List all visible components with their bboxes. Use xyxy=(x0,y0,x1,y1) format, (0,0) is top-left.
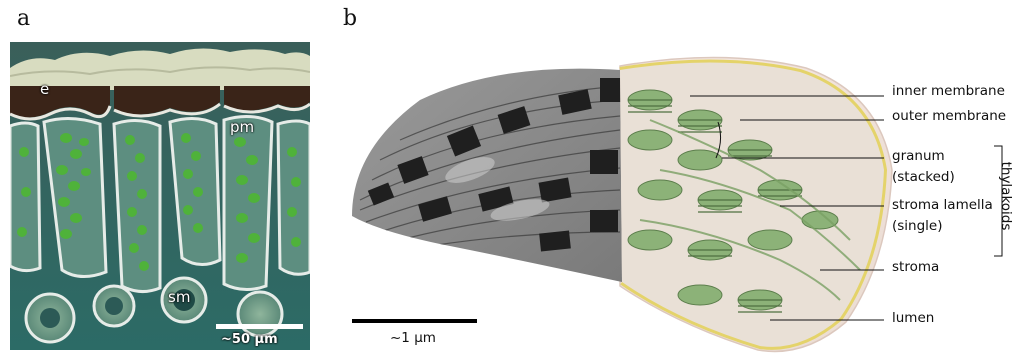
stroma-lamella-sublabel: (single) xyxy=(892,217,943,235)
stroma-label: stroma xyxy=(892,258,939,276)
outer-membrane-label: outer membrane xyxy=(892,107,1006,125)
lumen-label: lumen xyxy=(892,309,934,327)
panel-b-scale-label: ~1 µm xyxy=(390,330,436,346)
inner-membrane-label: inner membrane xyxy=(892,82,1005,100)
panel-b-scale-bar xyxy=(352,319,477,323)
granum-label: granum xyxy=(892,147,945,165)
granum-sublabel: (stacked) xyxy=(892,168,955,186)
thylakoids-label: thylakoids xyxy=(997,146,1015,246)
stroma-lamella-label: stroma lamella xyxy=(892,196,993,214)
